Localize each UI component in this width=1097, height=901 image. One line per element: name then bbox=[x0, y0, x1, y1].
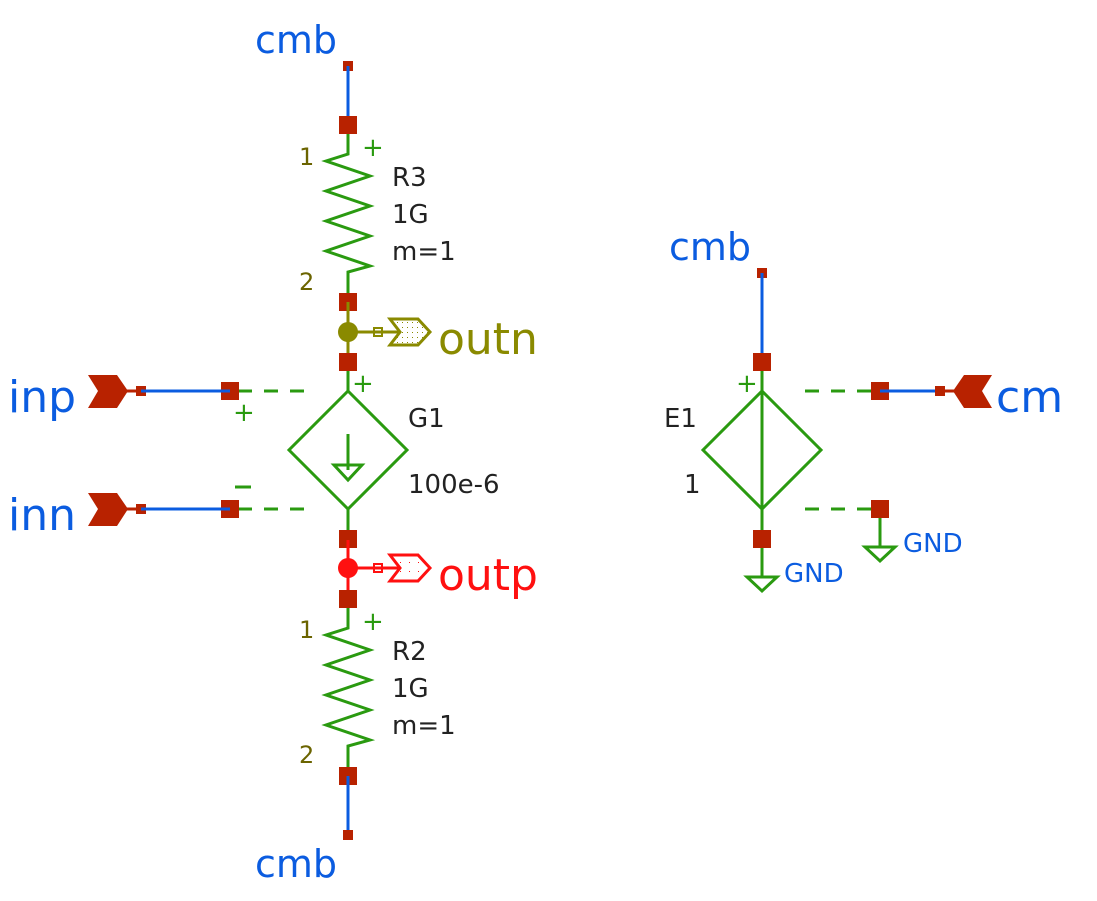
outn-port-icon bbox=[386, 317, 433, 347]
net-label-cmb-e1[interactable]: cmb bbox=[669, 225, 767, 278]
resistor-r2[interactable]: + 1 2 R2 1G m=1 bbox=[299, 590, 456, 785]
gnd2-text: GND bbox=[903, 529, 963, 559]
r2-plus-sign: + bbox=[362, 607, 384, 637]
cm-pin[interactable] bbox=[935, 386, 945, 396]
outn-pin[interactable] bbox=[373, 327, 383, 337]
net-label-inn[interactable]: inn bbox=[8, 490, 146, 541]
outp-text: outp bbox=[438, 550, 538, 601]
ground-icon bbox=[743, 575, 781, 594]
e1-diamond bbox=[700, 388, 824, 512]
net-label-inp[interactable]: inp bbox=[8, 372, 146, 423]
r2-value: 1G bbox=[392, 674, 429, 704]
r2-pin-1[interactable] bbox=[339, 590, 357, 608]
inn-text: inn bbox=[8, 490, 76, 541]
e1-pin-ctrl-minus[interactable] bbox=[871, 500, 889, 518]
r3-pin-1[interactable] bbox=[339, 116, 357, 134]
r2-pin1-number: 1 bbox=[299, 616, 314, 644]
net-label-cmb-top[interactable]: cmb bbox=[255, 18, 353, 71]
r2-name: R2 bbox=[392, 637, 427, 667]
g1-value: 100e-6 bbox=[408, 470, 500, 500]
vccs-g1[interactable]: + + G1 100e-6 bbox=[221, 369, 500, 531]
r2-pin2-number: 2 bbox=[299, 741, 314, 769]
g1-arrow-head-icon bbox=[330, 463, 366, 483]
cmb-e1-text: cmb bbox=[669, 225, 751, 269]
e1-value: 1 bbox=[684, 470, 701, 500]
g1-pin-out-minus[interactable] bbox=[339, 530, 357, 548]
gnd1-text: GND bbox=[784, 559, 844, 589]
r3-name: R3 bbox=[392, 163, 427, 193]
cm-port-icon bbox=[953, 375, 992, 408]
g1-out-plus-sign: + bbox=[352, 369, 374, 399]
e1-out-plus-sign: + bbox=[736, 369, 758, 399]
inp-text: inp bbox=[8, 372, 76, 423]
gnd-symbol-2[interactable]: GND bbox=[861, 518, 963, 564]
g1-ctrl-plus-sign: + bbox=[233, 398, 255, 428]
r3-mult: m=1 bbox=[392, 237, 456, 267]
net-label-outn[interactable]: outn bbox=[373, 314, 538, 365]
net-label-outp[interactable]: outp bbox=[373, 550, 538, 601]
cm-text: cm bbox=[996, 372, 1063, 423]
r2-mult: m=1 bbox=[392, 711, 456, 741]
cmb-top-text: cmb bbox=[255, 18, 337, 62]
net-label-cm[interactable]: cm bbox=[935, 372, 1063, 423]
ground-icon bbox=[861, 545, 899, 564]
cmb-bottom-pin[interactable] bbox=[343, 830, 353, 840]
e1-pin-out-plus[interactable] bbox=[753, 353, 771, 371]
g1-name: G1 bbox=[408, 404, 445, 434]
e1-name: E1 bbox=[664, 404, 697, 434]
outp-port-icon bbox=[386, 553, 433, 583]
cmb-bottom-text: cmb bbox=[255, 842, 337, 886]
r3-plus-sign: + bbox=[362, 133, 384, 163]
net-label-cmb-bottom[interactable]: cmb bbox=[255, 830, 353, 886]
r3-zigzag bbox=[321, 134, 376, 300]
r2-zigzag bbox=[321, 608, 376, 774]
g1-pin-out-plus[interactable] bbox=[339, 353, 357, 371]
inp-port-icon bbox=[88, 375, 128, 408]
vcvs-e1[interactable]: + E1 1 bbox=[664, 353, 889, 548]
r3-value: 1G bbox=[392, 200, 429, 230]
e1-pin-out-minus[interactable] bbox=[753, 530, 771, 548]
resistor-r3[interactable]: + 1 2 R3 1G m=1 bbox=[299, 116, 456, 311]
gnd-symbol-1[interactable]: GND bbox=[743, 548, 844, 594]
outp-pin[interactable] bbox=[373, 563, 383, 573]
r3-pin2-number: 2 bbox=[299, 268, 314, 296]
outn-text: outn bbox=[438, 314, 538, 365]
inn-port-icon bbox=[88, 493, 128, 526]
r3-pin1-number: 1 bbox=[299, 143, 314, 171]
